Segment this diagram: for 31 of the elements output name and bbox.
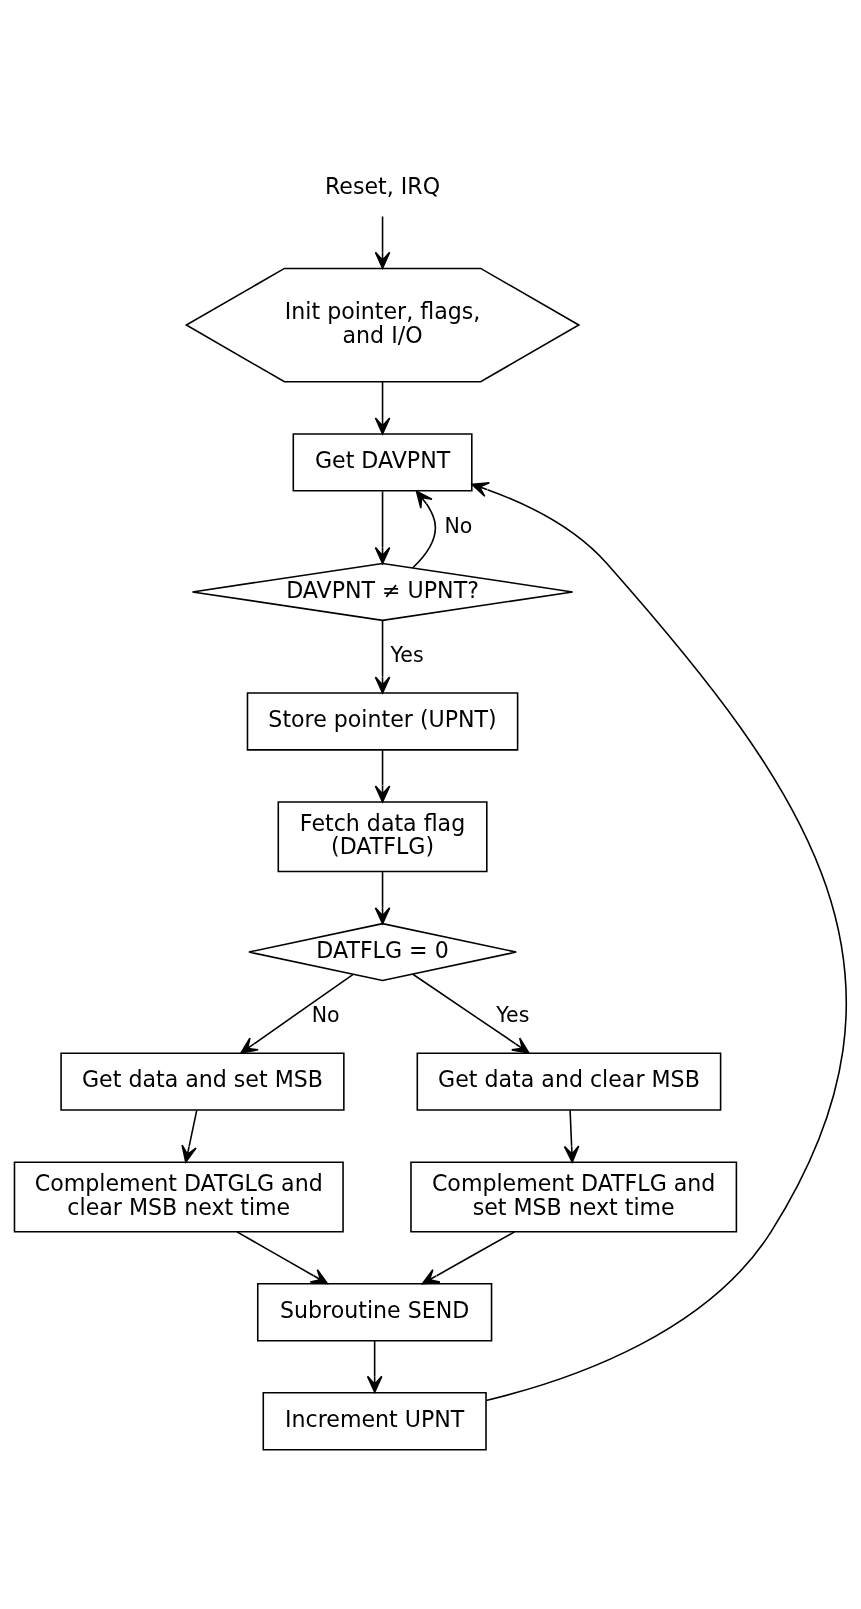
arrow (374, 749, 391, 803)
node-diamond: DAVPNT ≠ UPNT? (191, 562, 574, 622)
node-box: Get DAVPNT (292, 433, 473, 492)
node-text: Reset, IRQ (324, 172, 441, 199)
node-box: Subroutine SEND (256, 1283, 493, 1342)
arrow (236, 1231, 329, 1285)
arrow (374, 381, 391, 435)
arrow (374, 871, 391, 925)
arrow (181, 1109, 198, 1163)
node-box: Fetch data flag (DATFLG) (277, 801, 488, 873)
arrow (374, 215, 391, 269)
node-box: Complement DATGLG and clear MSB next time (13, 1161, 344, 1233)
node-box: Complement DATFLG and set MSB next time (410, 1161, 738, 1233)
arrow (374, 620, 391, 694)
node-box: Increment UPNT (262, 1392, 487, 1451)
edge-label: Yes (390, 643, 424, 668)
node-box: Store pointer (UPNT) (246, 692, 519, 751)
node-diamond: DATFLG = 0 (248, 922, 517, 982)
arrow (471, 482, 847, 1402)
arrow (374, 490, 391, 565)
edge-label: No (311, 1003, 340, 1028)
arrow (412, 973, 530, 1054)
arrow (411, 490, 437, 569)
arrow (240, 973, 354, 1054)
arrow (421, 1231, 516, 1285)
edge-label: Yes (496, 1003, 530, 1028)
node-box: Get data and clear MSB (416, 1052, 722, 1111)
arrow (366, 1340, 383, 1393)
edge-label: No (444, 513, 473, 538)
node-box: Get data and set MSB (60, 1052, 345, 1111)
arrow (563, 1109, 580, 1163)
